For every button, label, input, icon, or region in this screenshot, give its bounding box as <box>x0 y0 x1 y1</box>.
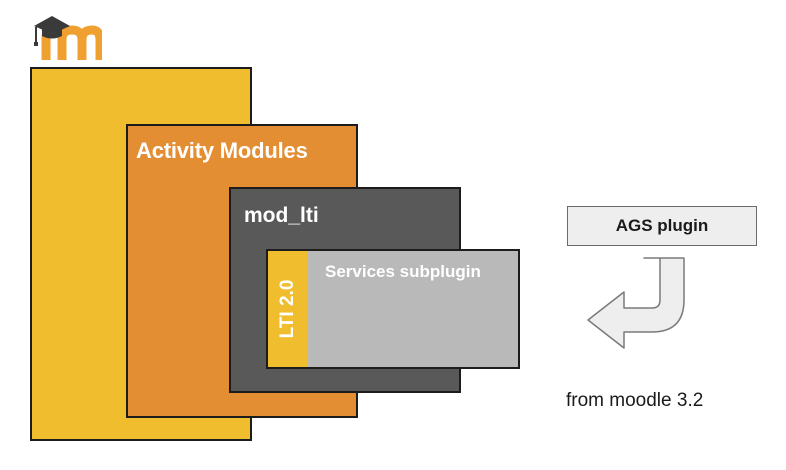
curved-arrow-icon <box>587 257 685 349</box>
lti-version-strip <box>268 251 308 367</box>
version-note: from moodle 3.2 <box>566 390 704 411</box>
activity-modules-label: Activity Modules <box>136 138 308 163</box>
services-subplugin-label: Services subplugin <box>325 262 481 281</box>
ags-plugin-label: AGS plugin <box>615 216 709 235</box>
lti-version-label: LTI 2.0 <box>277 279 298 339</box>
moodle-logo-icon <box>34 16 102 60</box>
ags-plugin-box: AGS plugin <box>567 206 757 246</box>
services-subplugin-box <box>266 249 520 369</box>
mod-lti-label: mod_lti <box>244 204 319 227</box>
